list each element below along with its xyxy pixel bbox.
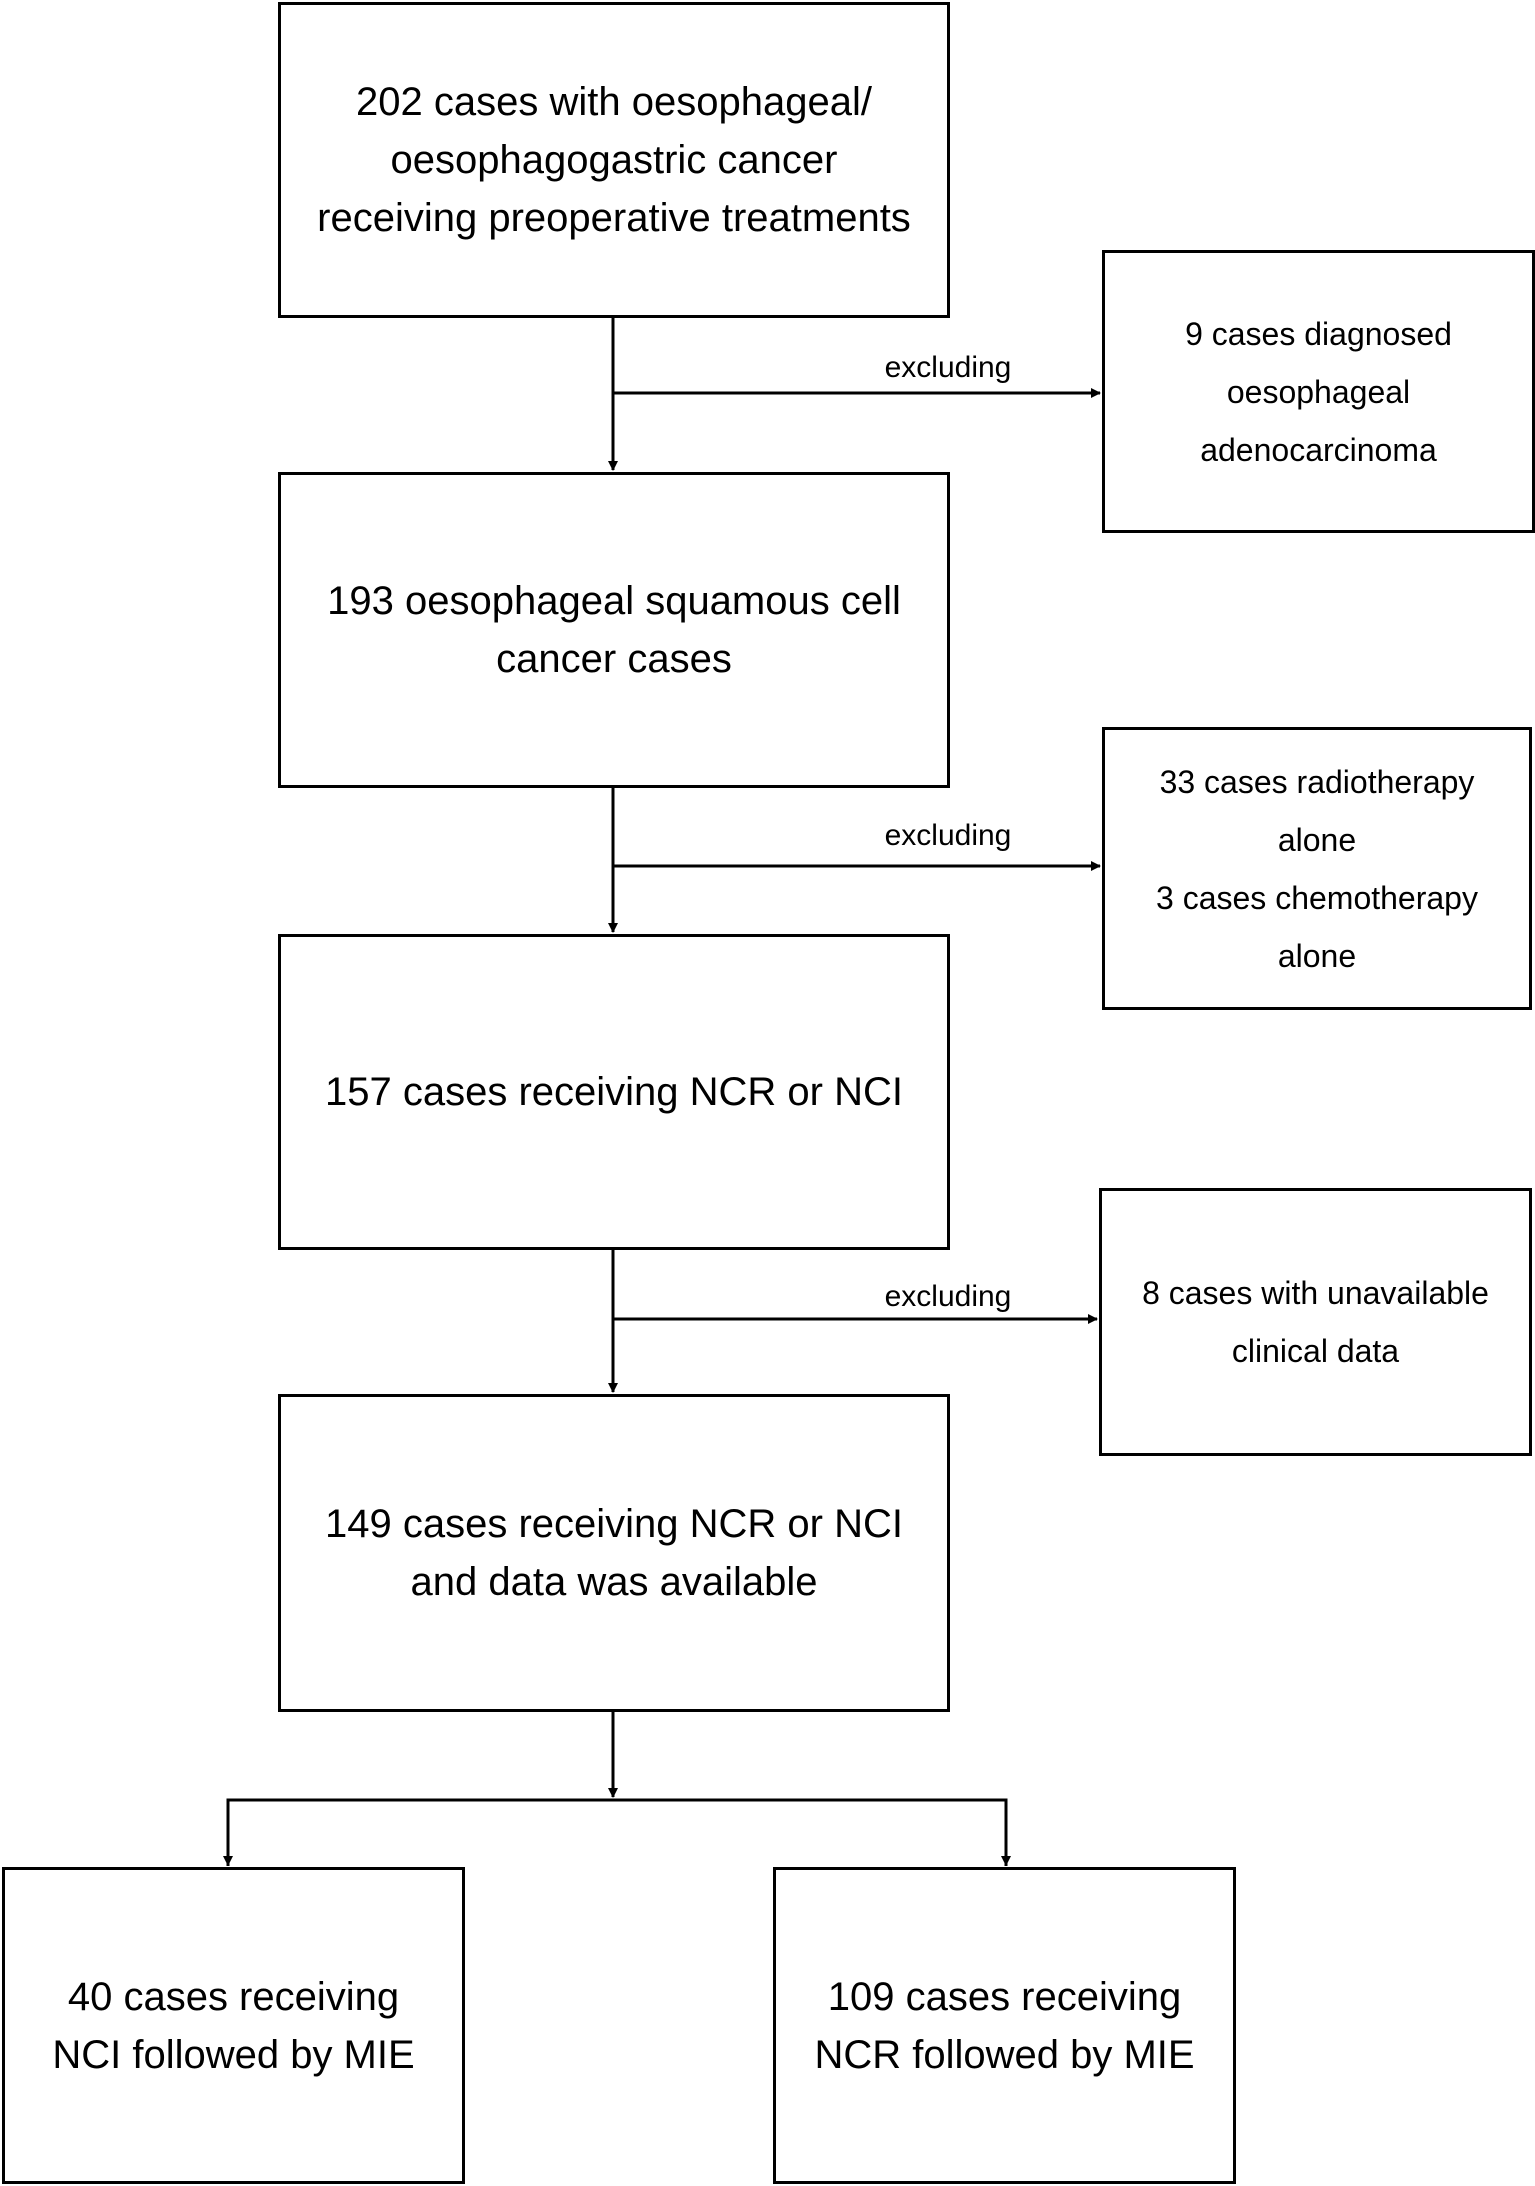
stage2-line-2: cancer cases [496, 637, 732, 681]
exclusion2-line-2: alone [1277, 821, 1357, 858]
group-ncr-line-1: 109 cases receiving [827, 1974, 1182, 2019]
exclusion2-line-4: alone [1277, 937, 1357, 974]
group-nci-line-2: NCI followed by MIE [52, 2032, 415, 2077]
exclusion1-line-2: oesophageal [1226, 373, 1411, 410]
exclusion1-line-3: adenocarcinoma [1200, 431, 1437, 468]
stage2-box: 193 oesophageal squamous cell cancer cas… [278, 472, 950, 788]
stage1-line-2: oesophagogastric cancer [390, 138, 838, 182]
exclusion3-label: excluding [884, 1280, 1012, 1313]
exclusion1-box: 9 cases diagnosed oesophageal adenocarci… [1102, 250, 1535, 533]
stage1-line-3: receiving preoperative treatments [317, 196, 911, 240]
stage4-line-2: and data was available [410, 1560, 818, 1604]
exclusion1-label: excluding [884, 351, 1012, 384]
stage4-box: 149 cases receiving NCR or NCI and data … [278, 1394, 950, 1712]
exclusion3-box: 8 cases with unavailable clinical data [1099, 1188, 1532, 1456]
stage2-line-1: 193 oesophageal squamous cell [327, 579, 901, 623]
stage3-line-1: 157 cases receiving NCR or NCI [325, 1070, 903, 1114]
exclusion1-line-1: 9 cases diagnosed [1185, 315, 1452, 352]
stage1-box: 202 cases with oesophageal/ oesophagogas… [278, 2, 950, 318]
group-nci-line-1: 40 cases receiving [67, 1974, 400, 2019]
connector-split-bar [226, 1798, 1008, 1866]
stage1-line-1: 202 cases with oesophageal/ [356, 80, 872, 124]
exclusion2-line-1: 33 cases radiotherapy [1159, 763, 1475, 800]
exclusion2-line-3: 3 cases chemotherapy [1156, 879, 1478, 916]
stage3-box: 157 cases receiving NCR or NCI [278, 934, 950, 1250]
exclusion2-box: 33 cases radiotherapy alone 3 cases chem… [1102, 727, 1532, 1010]
stage4-line-1: 149 cases receiving NCR or NCI [325, 1502, 903, 1546]
group-nci-box: 40 cases receiving NCI followed by MIE [2, 1867, 465, 2184]
exclusion3-line-1: 8 cases with unavailable [1142, 1275, 1489, 1311]
exclusion2-label: excluding [884, 819, 1012, 852]
exclusion3-line-2: clinical data [1231, 1333, 1400, 1369]
group-ncr-line-2: NCR followed by MIE [814, 2032, 1195, 2077]
group-ncr-box: 109 cases receiving NCR followed by MIE [773, 1867, 1236, 2184]
